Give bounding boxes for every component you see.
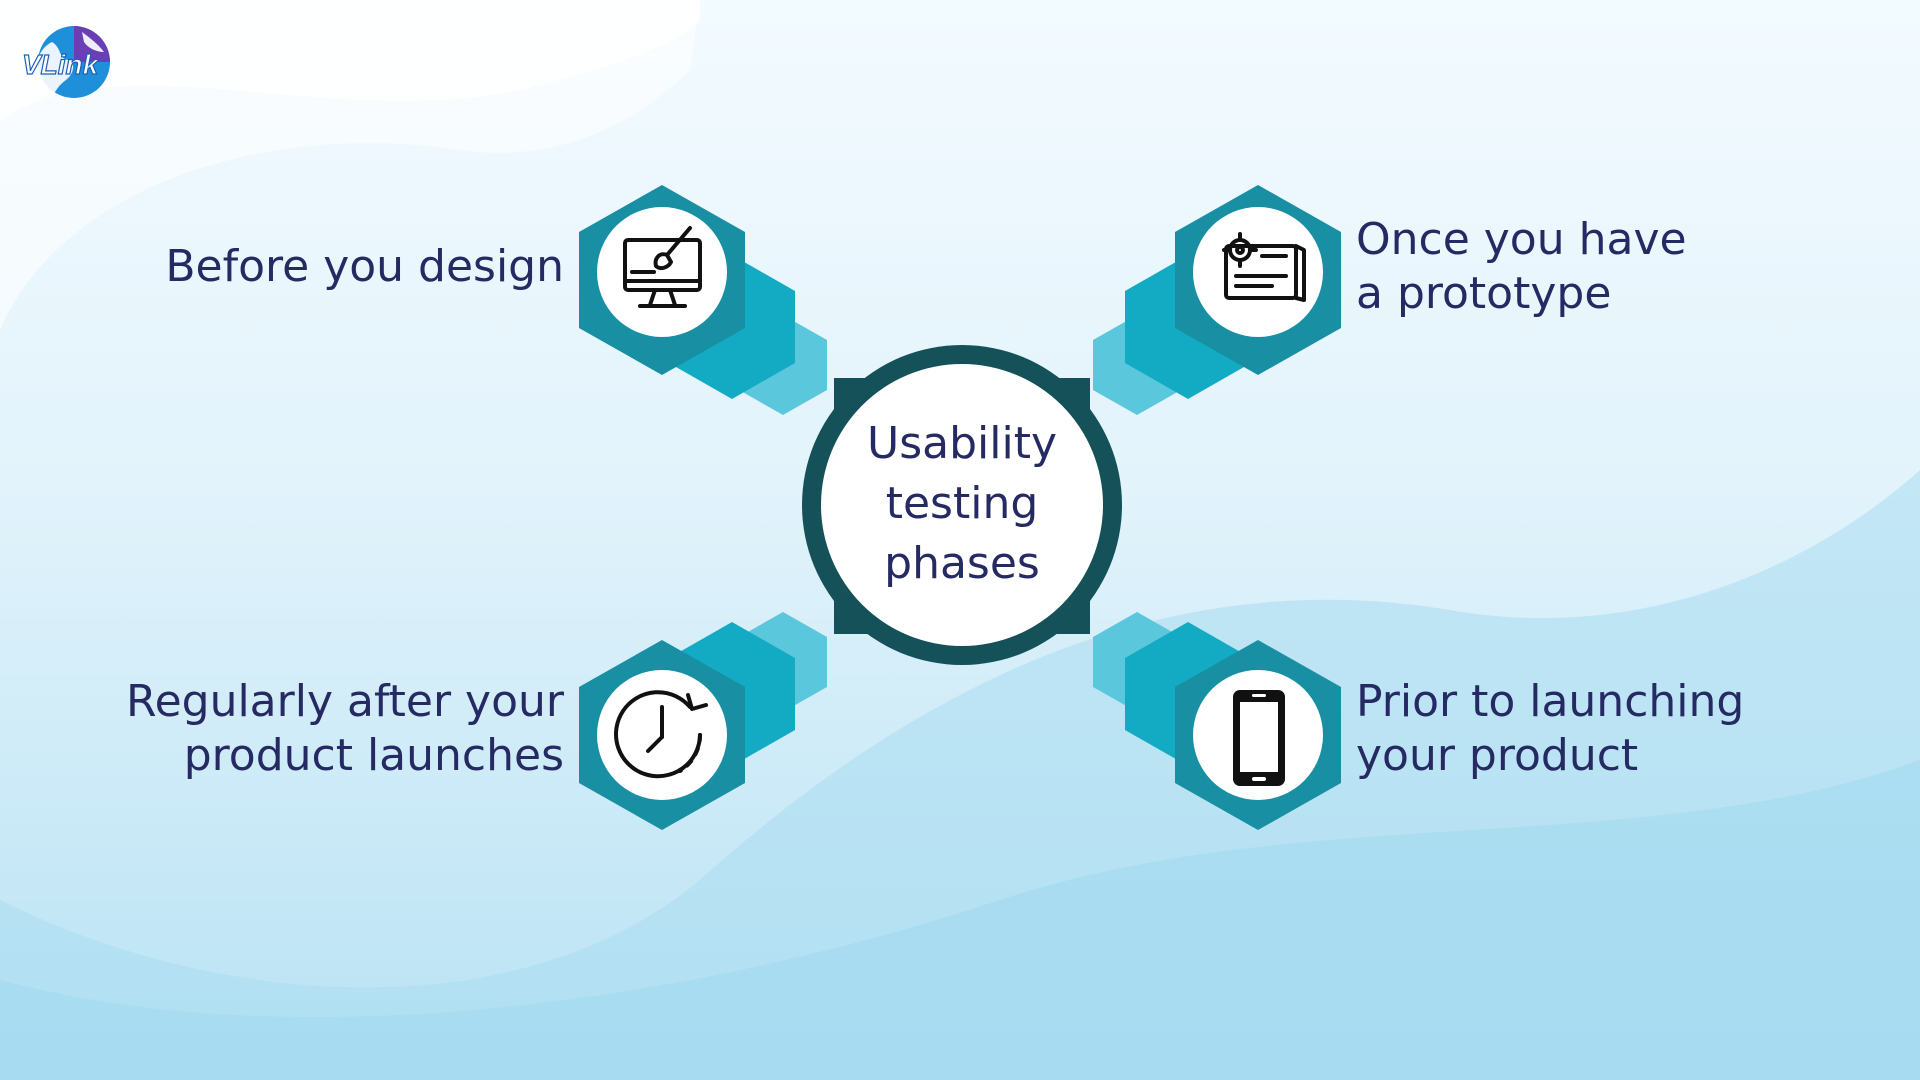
logo-text: VLink (22, 49, 100, 80)
phase-label-line: product launches (183, 730, 564, 781)
phase-label-line: Prior to launching (1356, 676, 1745, 727)
center-hub (802, 345, 1122, 665)
center-title: Usability testing phases (812, 414, 1112, 594)
hex-stack-prior-launch (1093, 612, 1341, 830)
smartphone-icon (1233, 690, 1285, 786)
phase-label-line: Before you design (165, 241, 564, 292)
phase-label-before-design: Before you design (165, 240, 564, 294)
hex-stack-before-design (579, 185, 827, 415)
phase-label-line: Regularly after your (125, 676, 564, 727)
phase-label-line: your product (1356, 730, 1639, 781)
center-title-line-2: testing (885, 478, 1039, 529)
center-title-line-3: phases (884, 538, 1040, 589)
clock-refresh-icon (614, 690, 708, 779)
globe-logo-icon (38, 26, 110, 98)
monitor-design-icon (623, 226, 702, 308)
phase-label-prototype: Once you have a prototype (1356, 213, 1687, 321)
hex-stack-prototype (1093, 185, 1341, 415)
center-title-line-1: Usability (867, 418, 1057, 469)
vlink-logo: VLink (18, 18, 130, 102)
phase-label-line: Once you have (1356, 214, 1687, 265)
prototype-blueprint-icon (1222, 232, 1306, 302)
phase-label-prior-launch: Prior to launching your product (1356, 675, 1744, 783)
phase-label-line: a prototype (1356, 268, 1612, 319)
phase-label-after-launch: Regularly after your product launches (126, 675, 564, 783)
